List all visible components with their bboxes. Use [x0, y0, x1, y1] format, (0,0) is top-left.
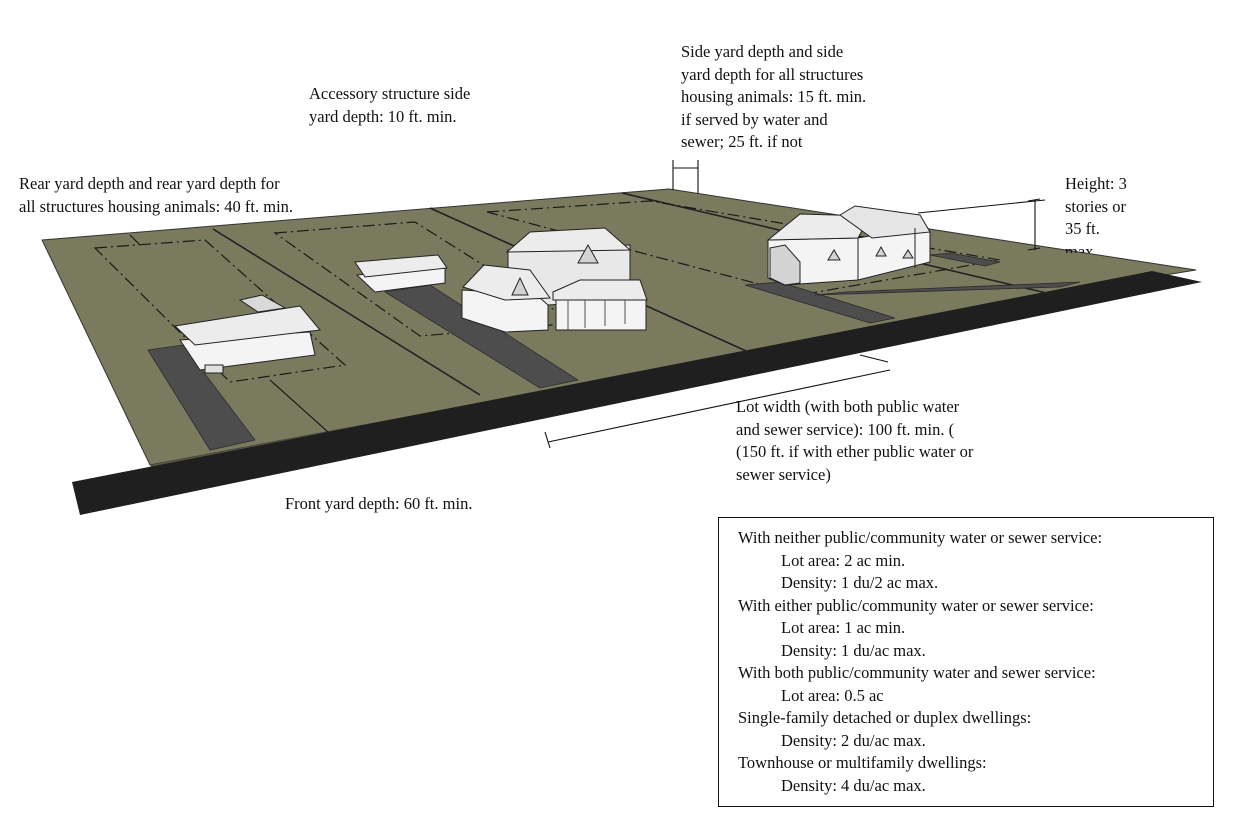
height-label: Height: 3 stories or 35 ft. max: [1065, 174, 1127, 253]
front-yard-depth-label: Front yard depth: 60 ft. min.: [285, 494, 473, 513]
lot-width-label: Lot width (with both public water and se…: [736, 397, 974, 484]
requirement-line: Lot area: 1 ac min.: [781, 618, 906, 637]
townhouses: [766, 205, 931, 286]
requirement-line: Density: 1 du/2 ac max.: [781, 573, 939, 592]
requirement-line: Single-family detached or duplex dwellin…: [738, 708, 1032, 727]
requirement-line: Lot area: 2 ac min.: [781, 550, 906, 570]
lot-requirements-box: With neither public/community water or s…: [718, 517, 1214, 807]
requirement-line: With both public/community water and sew…: [738, 663, 1096, 682]
requirement-line: Density: 2 du/ac max.: [781, 730, 926, 750]
road: [72, 271, 1202, 515]
side-yard-depth-label: Side yard depth and side yard depth for …: [681, 42, 867, 151]
setback-lines: [93, 200, 1001, 383]
house-center: [461, 227, 648, 333]
requirement-line: Density: 4 du/ac max.: [781, 775, 926, 795]
dimension-lines: [129, 160, 1046, 449]
requirement-line: Lot area: 0.5 ac: [781, 685, 884, 705]
accessory-structure: [354, 254, 448, 293]
rear-yard-depth-label: Rear yard depth and rear yard depth for …: [19, 174, 294, 216]
requirement-line: Townhouse or multifamily dwellings:: [738, 753, 987, 772]
requirement-line: With neither public/community water or s…: [738, 528, 1103, 547]
house-left: [173, 294, 321, 374]
accessory-side-yard-label: Accessory structure side yard depth: 10 …: [309, 84, 471, 126]
driveways: [147, 252, 1081, 451]
requirement-line: Density: 1 du/ac max.: [781, 640, 926, 660]
requirement-line: With either public/community water or se…: [738, 595, 1094, 615]
